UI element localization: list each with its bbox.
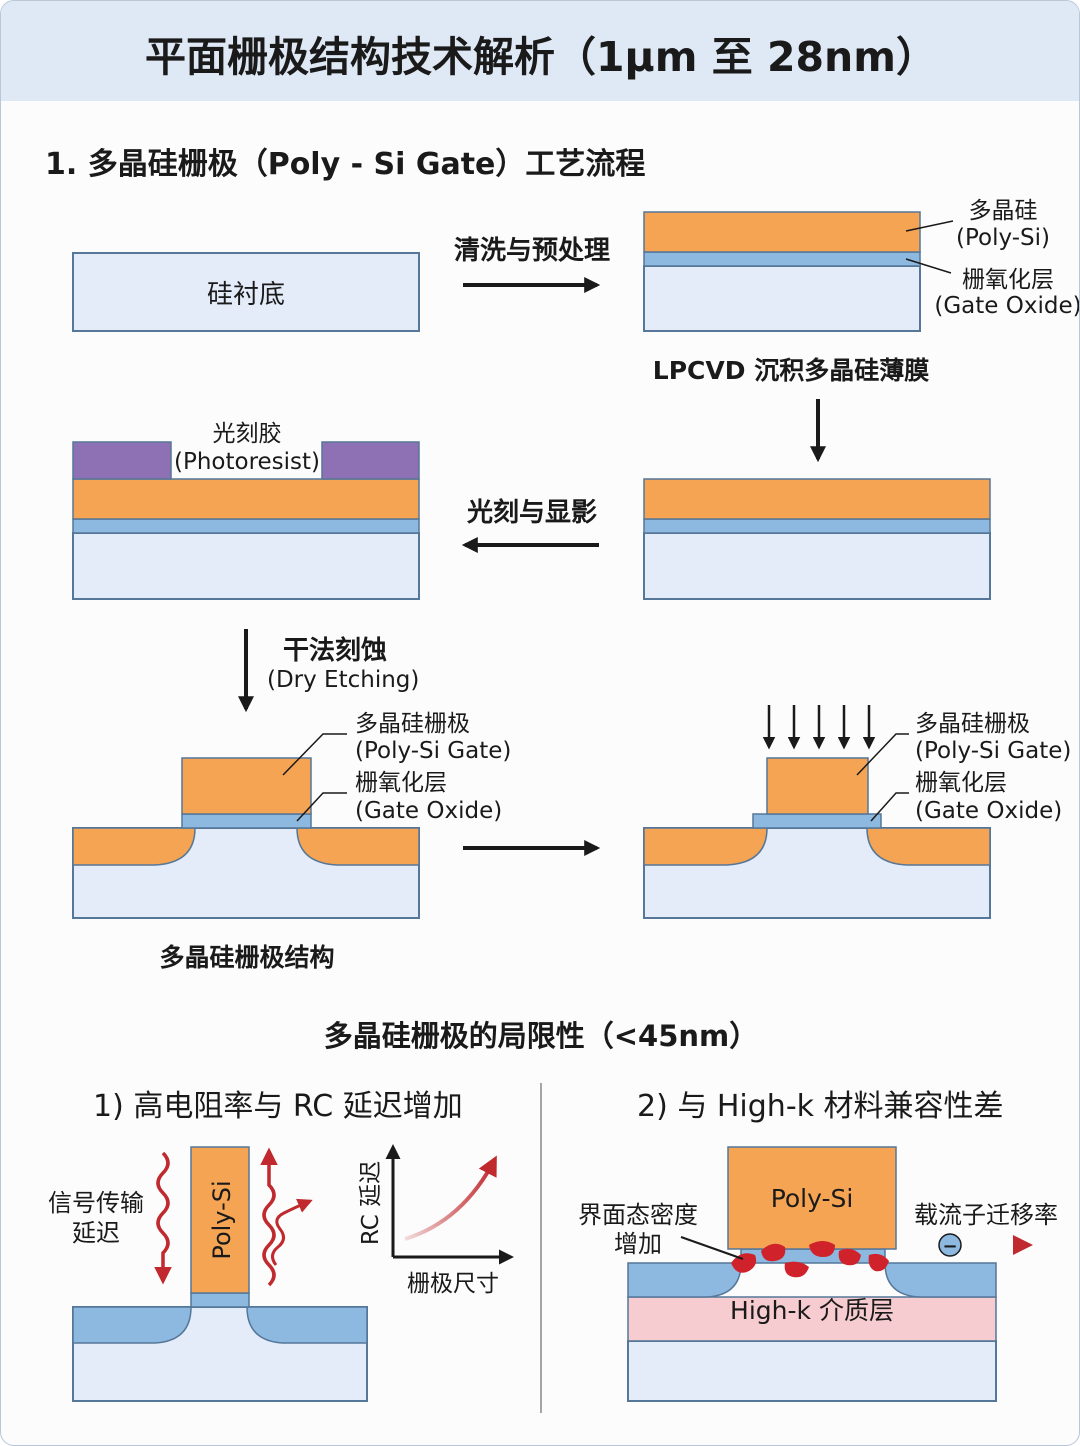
drain-region (246, 1306, 368, 1344)
photoresist-left (72, 441, 172, 480)
leader-line (856, 733, 909, 776)
defect-icon (809, 1241, 835, 1257)
wavy-delay-icon (271, 1198, 313, 1266)
gate-label-en: (Poly-Si Gate) (915, 738, 1071, 764)
defect-icon (838, 1248, 861, 1266)
drain-region (866, 827, 991, 866)
electron-icon (938, 1233, 962, 1257)
substrate-block (643, 265, 921, 332)
oxide-label-cn: 栅氧化层 (915, 770, 1007, 796)
poly-si-label: Poly-Si (771, 1184, 854, 1213)
drain-region (884, 1262, 997, 1298)
photoresist-label-cn: 光刻胶 (213, 421, 282, 447)
high-k-layer (627, 1296, 997, 1342)
lpcvd-caption: LPCVD 沉积多晶硅薄膜 (653, 356, 929, 385)
poly-si-gate (190, 1146, 250, 1294)
leader-line (905, 220, 954, 232)
limit1-title: 1) 高电阻率与 RC 延迟增加 (93, 1089, 463, 1124)
mobility-label: 载流子迁移率 (914, 1201, 1058, 1229)
interface-density-label: 界面态密度 (578, 1201, 698, 1229)
oxide-label-en: (Gate Oxide) (934, 293, 1080, 319)
leader-line (296, 792, 347, 822)
electron-sign: − (942, 1236, 957, 1257)
gate-oxide-layer (643, 251, 921, 267)
interface-density-label-2: 增加 (614, 1230, 662, 1258)
poly-label-en: (Poly-Si) (956, 225, 1050, 251)
gate-oxide-layer (190, 1292, 250, 1308)
oxide-label-en: (Gate Oxide) (355, 798, 502, 824)
substrate-block (643, 532, 991, 600)
substrate-block (72, 532, 420, 600)
title-bar (1, 1, 1079, 101)
gate-oxide-layer (72, 518, 420, 534)
etch-label-cn: 干法刻蚀 (283, 635, 387, 666)
poly-si-layer (72, 478, 420, 520)
gate-oxide-layer (643, 518, 991, 534)
leader-line (870, 792, 909, 822)
gate-label-cn: 多晶硅栅极 (915, 711, 1030, 737)
source-region (72, 1306, 192, 1344)
oxide-label-cn: 栅氧化层 (962, 267, 1054, 293)
gate-size-axis-label: 栅极尺寸 (407, 1271, 499, 1297)
litho-step-label: 光刻与显影 (466, 497, 597, 528)
drain-region (296, 827, 420, 866)
poly-si-gate (766, 757, 869, 815)
leader-line (282, 733, 347, 776)
substrate-label: 硅衬底 (207, 280, 285, 310)
wavy-delay-icon (260, 1147, 278, 1287)
defect-icon (761, 1243, 786, 1262)
high-k-label: High-k 介质层 (730, 1296, 894, 1325)
photoresist-right (321, 441, 420, 480)
rc-trend-curve (404, 1155, 497, 1241)
implant-arrows (762, 705, 876, 750)
poly-si-layer (643, 478, 991, 520)
signal-delay-label: 信号传输 (48, 1189, 144, 1217)
clean-step-label: 清洗与预处理 (454, 236, 610, 266)
source-region (627, 1262, 742, 1298)
gate-label-cn: 多晶硅栅极 (355, 711, 470, 737)
oxide-label-cn: 栅氧化层 (355, 770, 447, 796)
substrate-block (627, 1340, 997, 1402)
substrate-block (72, 252, 420, 332)
defect-cluster (731, 1241, 889, 1278)
gate-oxide-layer (181, 813, 312, 829)
limit2-title: 2) 与 High-k 材料兼容性差 (637, 1089, 1004, 1124)
poly-si-vertical-label: Poly-Si (208, 1180, 236, 1259)
leader-line (905, 258, 952, 274)
source-region (643, 827, 768, 866)
etch-label-en: (Dry Etching) (267, 667, 419, 693)
oxide-label-en: (Gate Oxide) (915, 798, 1062, 824)
rc-delay-axis-label: RC 延迟 (358, 1161, 384, 1245)
structure-caption: 多晶硅栅极结构 (159, 943, 334, 972)
section-title: 1. 多晶硅栅极（Poly - Si Gate）工艺流程 (45, 147, 646, 182)
defect-icon (868, 1253, 889, 1272)
source-region (72, 827, 196, 866)
gate-oxide-layer (752, 813, 882, 829)
photoresist-label-en: (Photoresist) (174, 449, 320, 475)
leader-line (680, 1236, 744, 1260)
wavy-delay-icon (154, 1151, 172, 1285)
poly-si-layer (643, 211, 921, 253)
limits-title: 多晶硅栅极的局限性（<45nm） (323, 1019, 759, 1053)
poly-label-cn: 多晶硅 (969, 198, 1038, 224)
defect-icon (784, 1261, 809, 1278)
gate-label-en: (Poly-Si Gate) (355, 738, 511, 764)
defect-icon (731, 1253, 757, 1273)
signal-delay-label-2: 延迟 (72, 1219, 120, 1247)
page-title: 平面栅极结构技术解析（1μm 至 28nm） (145, 33, 937, 81)
